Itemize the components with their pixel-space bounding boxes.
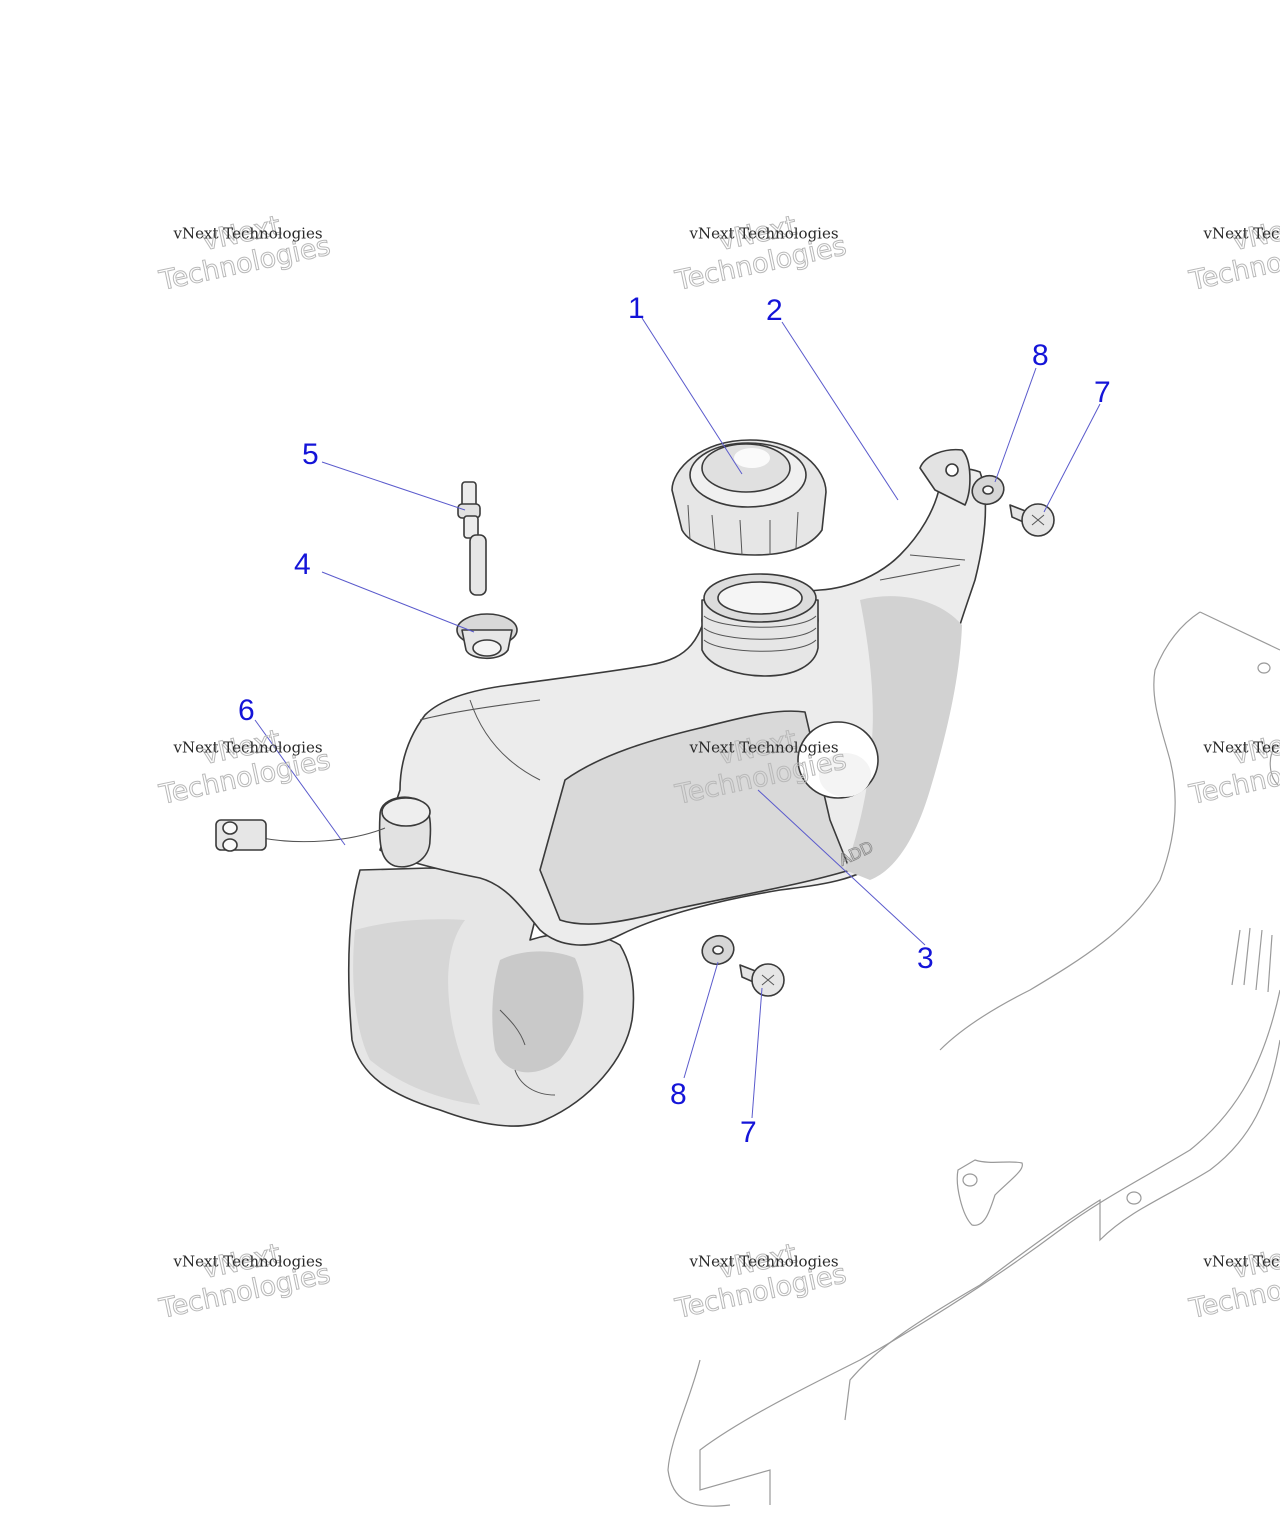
callout-1[interactable]: 1 [628, 292, 645, 325]
watermark: vNext Technologies vNext Technologies [1186, 724, 1280, 812]
svg-text:vNext Technologies: vNext Technologies [173, 224, 323, 242]
watermark: vNext Technologies vNext Technologies [672, 210, 850, 298]
watermark: vNext Technologies vNext Technologies [672, 724, 850, 812]
callout-2[interactable]: 2 [766, 294, 783, 327]
callout-7-lower[interactable]: 7 [740, 1116, 757, 1149]
fuel-cap [671, 439, 827, 556]
svg-text:vNext Technologies: vNext Technologies [1203, 1252, 1280, 1270]
callouts: 1 2 3 4 5 6 7 7 8 8 [238, 292, 1111, 1149]
svg-text:vNext Technologies: vNext Technologies [689, 1252, 839, 1270]
vent-fitting [457, 481, 487, 596]
washer-upper [971, 474, 1005, 506]
leader-lines [254, 317, 1101, 1119]
callout-3[interactable]: 3 [917, 942, 934, 975]
svg-text:vNext Technologies: vNext Technologies [689, 738, 839, 756]
mounting-bracket-outline [667, 611, 1280, 1507]
watermark: vNext Technologies vNext Technologies [1186, 210, 1280, 298]
callout-5[interactable]: 5 [302, 438, 319, 471]
watermark: vNext Technologies vNext Technologies [156, 210, 334, 298]
svg-text:vNext Technologies: vNext Technologies [1203, 738, 1280, 756]
callout-7-upper[interactable]: 7 [1094, 376, 1111, 409]
callout-4[interactable]: 4 [294, 548, 311, 581]
grommet [456, 613, 518, 660]
callout-6[interactable]: 6 [238, 694, 255, 727]
svg-text:vNext Technologies: vNext Technologies [173, 738, 323, 756]
washer-lower [701, 934, 735, 966]
watermark: vNext Technologies vNext Technologies [1186, 1238, 1280, 1326]
callout-8-lower[interactable]: 8 [670, 1078, 687, 1111]
watermark: vNext Technologies vNext Technologies [672, 1238, 850, 1326]
watermark: vNext Technologies vNext Technologies [156, 1238, 334, 1326]
svg-text:vNext Technologies: vNext Technologies [1203, 224, 1280, 242]
fuel-tank: ADD [347, 448, 987, 1127]
screw-lower [739, 963, 785, 997]
callout-8-upper[interactable]: 8 [1032, 339, 1049, 372]
svg-text:vNext Technologies: vNext Technologies [689, 224, 839, 242]
watermarks: vNext Technologies vNext Technologies vN… [156, 210, 1280, 1326]
fuel-sender-connector [215, 819, 386, 852]
screw-upper [1009, 503, 1055, 537]
svg-text:vNext Technologies: vNext Technologies [173, 1252, 323, 1270]
